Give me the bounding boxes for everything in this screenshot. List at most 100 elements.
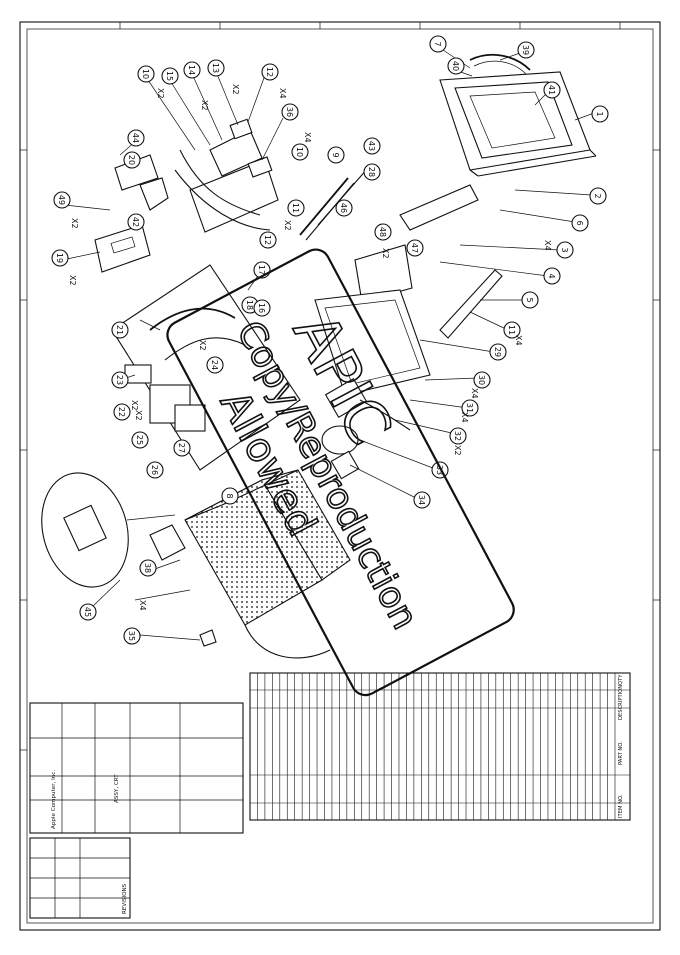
callout-number: 38: [143, 563, 152, 573]
callout-number: 35: [127, 631, 136, 641]
callout-number: 33: [435, 465, 444, 475]
callout-bubble: [517, 41, 535, 59]
callout-number: 10: [295, 147, 304, 157]
label-38: [149, 524, 186, 561]
callout-number: 15: [165, 71, 174, 81]
callout-c22: 22: [113, 403, 131, 421]
callout-number: 11: [291, 203, 300, 213]
callout-c19: 19: [51, 249, 69, 267]
callout-c27: 27: [173, 439, 191, 457]
callout-number: 11: [507, 325, 516, 335]
callout-number: 24: [210, 360, 219, 370]
callout-c43: 43: [363, 137, 381, 155]
callout-number: 10: [141, 69, 150, 79]
callout-bubble: [51, 249, 69, 267]
callout-c30: 30: [473, 371, 491, 389]
callout-c49: 49: [53, 191, 71, 209]
quantity-mark-q16: X2: [130, 400, 139, 411]
callout-c39: 39: [517, 41, 535, 59]
title-block-title: ASSY, CRT: [114, 774, 120, 803]
callout-bubble: [79, 603, 97, 621]
callout-number: 48: [378, 227, 387, 237]
center-rails: [299, 167, 369, 241]
quantity-mark-q5: X2: [231, 84, 240, 95]
callout-c6: 6: [571, 214, 589, 232]
callout-number: 8: [225, 493, 234, 498]
callout-c10a: 10: [137, 65, 155, 83]
callout-c7: 7: [429, 35, 447, 53]
callout-bubble: [161, 67, 179, 85]
callout-number: 26: [150, 465, 159, 475]
callout-bubble: [173, 439, 191, 457]
callout-number: 29: [493, 347, 502, 357]
callout-bubble: [447, 57, 465, 75]
callout-number: 14: [187, 65, 196, 75]
callout-number: 47: [410, 243, 419, 253]
quantity-mark-q17: X2: [198, 340, 207, 351]
callout-number: 49: [57, 195, 66, 205]
callout-bubble: [556, 241, 574, 259]
callout-c21: 21: [111, 321, 129, 339]
callout-bubble: [206, 356, 224, 374]
front-bezel: [439, 71, 597, 177]
callout-c4: 4: [543, 267, 561, 285]
callout-bubble: [123, 151, 141, 169]
quantity-mark-q2: X4: [278, 88, 287, 99]
callout-number: 42: [131, 217, 140, 227]
callout-bubble: [139, 559, 157, 577]
callout-c45: 45: [79, 603, 97, 621]
callout-bubble: [221, 487, 239, 505]
parts-list-table: ITEM NO. PART NO. DESCRIPTION QTY: [249, 672, 631, 821]
callout-bubble: [429, 35, 447, 53]
callout-c1: 1: [591, 105, 609, 123]
callout-bubble: [363, 137, 381, 155]
callout-number: 16: [257, 303, 266, 313]
crt-neck-parts: [321, 377, 411, 480]
quantity-mark-q11: X4: [514, 335, 523, 346]
callout-bubble: [363, 163, 381, 181]
quantity-mark-q18: X4: [138, 600, 147, 611]
table-header-part-no: PART NO.: [618, 741, 624, 765]
callout-c12a: 12: [261, 63, 279, 81]
callout-c38: 38: [139, 559, 157, 577]
callout-c29: 29: [489, 343, 507, 361]
border-ticks: [20, 22, 660, 751]
callout-number: 22: [117, 407, 126, 417]
title-block: Apple Computer, Inc. ASSY, CRT: [29, 702, 244, 834]
callout-c28: 28: [363, 163, 381, 181]
callout-number: 30: [477, 375, 486, 385]
callout-number: 27: [177, 443, 186, 453]
table-header-qty: QTY: [618, 674, 624, 685]
callout-number: 44: [131, 133, 140, 143]
callout-number: 1: [595, 111, 604, 116]
callout-number: 23: [115, 375, 124, 385]
callout-number: 6: [575, 220, 584, 225]
quantity-mark-q7: X2: [70, 218, 79, 229]
callout-bubble: [259, 231, 277, 249]
callout-bubble: [123, 627, 141, 645]
quantity-mark-q3: X2: [200, 100, 209, 111]
callout-c12b: 12: [259, 231, 277, 249]
callout-number: 4: [547, 273, 556, 278]
callout-c42: 42: [127, 213, 145, 231]
callout-bubble: [449, 427, 467, 445]
table-header-item: ITEM NO.: [618, 794, 624, 818]
callout-bubble: [111, 371, 129, 389]
quantity-mark-q6: X2: [283, 220, 292, 231]
callout-number: 43: [367, 141, 376, 151]
callout-c32: 32: [449, 427, 467, 445]
callout-c44: 44: [127, 129, 145, 147]
callout-bubble: [131, 431, 149, 449]
callout-bubble: [53, 191, 71, 209]
callout-bubble: [146, 461, 164, 479]
title-block-company: Apple Computer, Inc.: [51, 770, 57, 829]
callout-number: 39: [521, 45, 530, 55]
callout-c20: 20: [123, 151, 141, 169]
callout-c24: 24: [206, 356, 224, 374]
callout-number: 3: [560, 247, 569, 252]
callout-number: 36: [285, 107, 294, 117]
callout-bubble: [287, 199, 305, 217]
callout-bubble: [261, 63, 279, 81]
